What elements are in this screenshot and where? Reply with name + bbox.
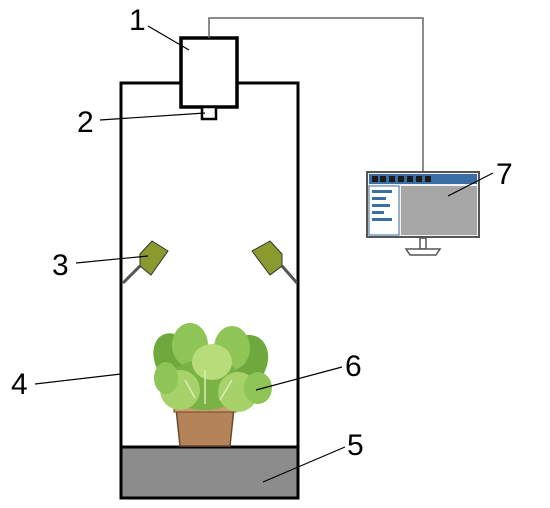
computer-monitor <box>366 171 480 256</box>
label-plant: 6 <box>345 350 362 383</box>
camera-body <box>179 36 239 109</box>
leader-3 <box>75 255 149 264</box>
leader-1 <box>147 25 190 51</box>
label-box: 4 <box>11 368 28 401</box>
data-cable <box>208 17 424 172</box>
leader-7 <box>447 172 494 197</box>
leader-5 <box>262 446 346 483</box>
plant <box>153 323 272 447</box>
base-plate <box>119 445 300 500</box>
leader-6 <box>255 366 343 391</box>
leader-2 <box>99 112 206 121</box>
right-lamp <box>251 240 299 284</box>
label-camera: 1 <box>129 4 146 37</box>
left-lamp <box>121 240 169 285</box>
label-computer: 7 <box>496 158 513 191</box>
label-base: 5 <box>347 429 364 462</box>
leader-4 <box>34 373 122 385</box>
label-lens: 2 <box>77 106 94 139</box>
label-lamp: 3 <box>52 249 69 282</box>
